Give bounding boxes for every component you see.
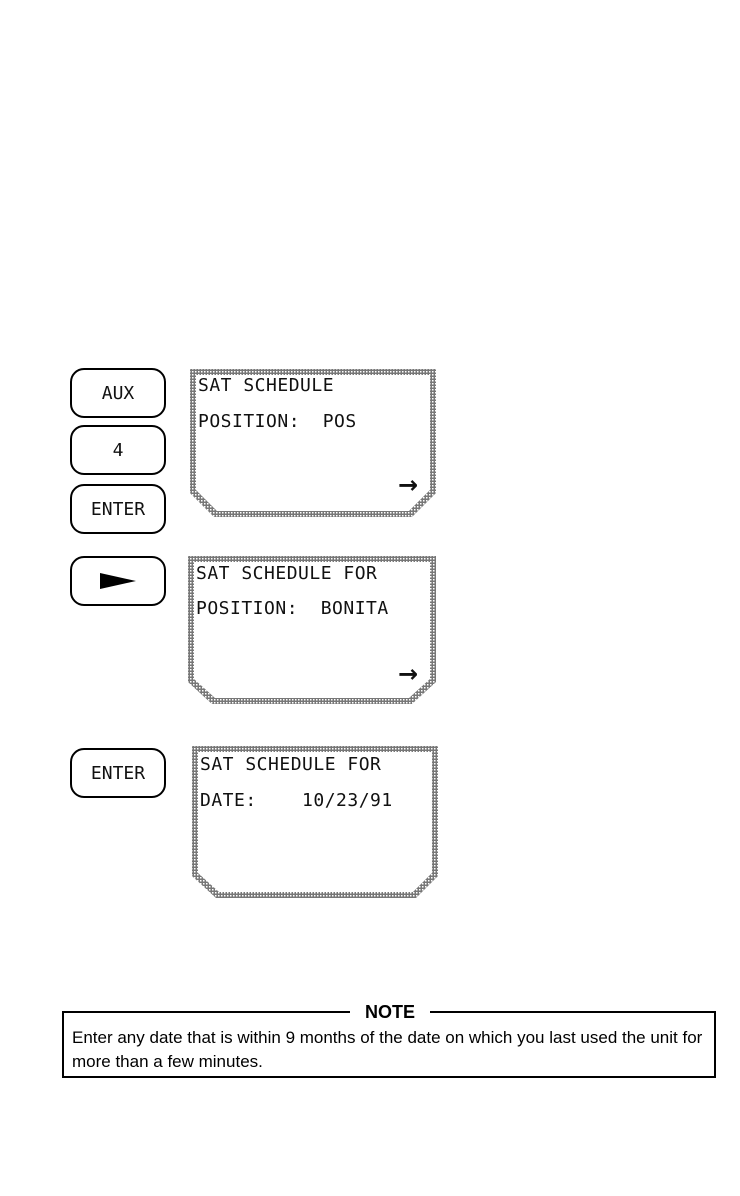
screen-1-line-2: POSITION: POS	[198, 411, 357, 432]
enter-key[interactable]: ENTER	[70, 484, 166, 534]
enter-key-2[interactable]: ENTER	[70, 748, 166, 798]
display-screen-2: SAT SCHEDULE FOR POSITION: BONITA →	[184, 552, 440, 708]
note-rule-left	[62, 1011, 350, 1013]
four-key[interactable]: 4	[70, 425, 166, 475]
right-arrow-key[interactable]	[70, 556, 166, 606]
note-rule-right	[430, 1011, 716, 1013]
screen-2-right-arrow-icon: →	[398, 660, 418, 688]
aux-key-label: AUX	[102, 383, 135, 404]
enter-key-2-label: ENTER	[91, 763, 145, 784]
screen-1-right-arrow-icon: →	[398, 471, 418, 499]
display-screen-1: SAT SCHEDULE POSITION: POS →	[186, 365, 440, 521]
aux-key[interactable]: AUX	[70, 368, 166, 418]
display-screen-3: SAT SCHEDULE FOR DATE: 10/23/91	[188, 742, 442, 902]
right-triangle-icon	[100, 573, 136, 589]
enter-key-label: ENTER	[91, 499, 145, 520]
four-key-label: 4	[113, 440, 124, 461]
note-text: Enter any date that is within 9 months o…	[72, 1026, 712, 1074]
screen-3-line-1: SAT SCHEDULE FOR	[200, 754, 381, 775]
note-title: NOTE	[352, 1002, 428, 1023]
screen-2-line-1: SAT SCHEDULE FOR	[196, 563, 377, 584]
screen-2-line-2: POSITION: BONITA	[196, 598, 389, 619]
screen-1-line-1: SAT SCHEDULE	[198, 375, 334, 396]
screen-3-line-2: DATE: 10/23/91	[200, 790, 393, 811]
